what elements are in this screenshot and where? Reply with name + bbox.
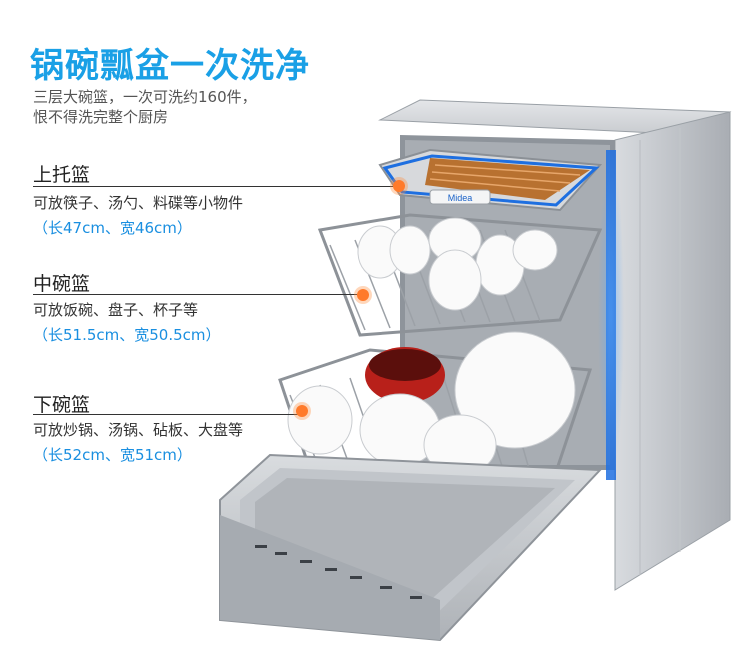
control-panel-strip [220,515,440,640]
headline: 锅碗瓢盆一次洗净 [30,46,310,86]
middle-basket-dims: （长51.5cm、宽50.5cm） [33,326,221,344]
upper-basket-leader [33,186,398,187]
middle-basket-title: 中碗篮 [33,273,91,295]
subtitle-line-2: 恨不得洗完整个厨房 [33,108,169,126]
upper-basket-dims: （长47cm、宽46cm） [33,219,192,237]
lower-basket-desc: 可放炒锅、汤锅、砧板、大盘等 [33,421,244,439]
lower-dishes [287,331,576,476]
brand-logo: Midea [448,193,473,203]
cabinet-side-panel [614,111,731,591]
lower-basket-marker [296,405,308,417]
upper-basket-desc: 可放筷子、汤勺、料碟等小物件 [33,194,244,212]
lower-basket-leader [33,414,298,415]
upper-basket-title: 上托篮 [33,164,91,186]
middle-basket [317,213,603,337]
subtitle-line-1: 三层大碗篮，一次可洗约160件， [33,88,257,106]
middle-dishes [357,217,558,311]
middle-basket-marker [357,289,369,301]
lower-basket-title: 下碗篮 [33,394,91,416]
middle-basket-desc: 可放饭碗、盘子、杯子等 [33,301,199,319]
lower-basket-dims: （长52cm、宽51cm） [33,446,192,464]
middle-basket-leader [33,294,363,295]
upper-basket-marker [393,180,405,192]
